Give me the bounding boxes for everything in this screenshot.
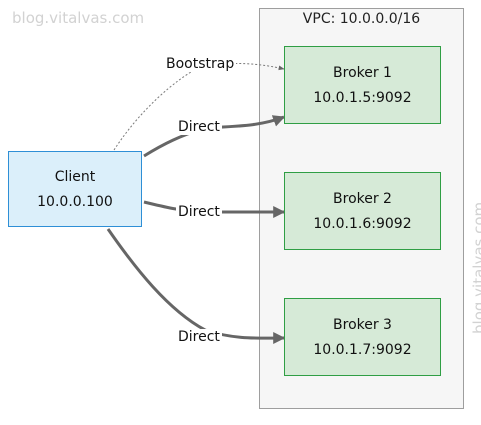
client-ip: 10.0.0.100 [37,193,113,210]
broker-address: 10.0.1.6:9092 [313,215,412,232]
direct-label-broker-1: Direct [176,119,222,135]
broker-node-1: Broker 1 10.0.1.5:9092 [284,46,441,124]
broker-address: 10.0.1.7:9092 [313,341,412,358]
direct-edge-broker-3 [106,228,286,345]
direct-label-broker-2: Direct [176,204,222,220]
broker-name: Broker 1 [333,64,392,81]
bootstrap-label: Bootstrap [164,56,237,72]
broker-name: Broker 2 [333,190,392,207]
broker-name: Broker 3 [333,316,392,333]
broker-node-2: Broker 2 10.0.1.6:9092 [284,172,441,250]
watermark-top: blog.vitalvas.com [12,9,145,27]
broker-address: 10.0.1.5:9092 [313,89,412,106]
direct-label-broker-3: Direct [176,329,222,345]
broker-node-3: Broker 3 10.0.1.7:9092 [284,298,441,376]
vpc-label: VPC: 10.0.0.0/16 [302,11,421,27]
client-node: Client 10.0.0.100 [8,151,142,227]
bootstrap-edge [113,62,285,151]
client-name: Client [54,168,96,185]
